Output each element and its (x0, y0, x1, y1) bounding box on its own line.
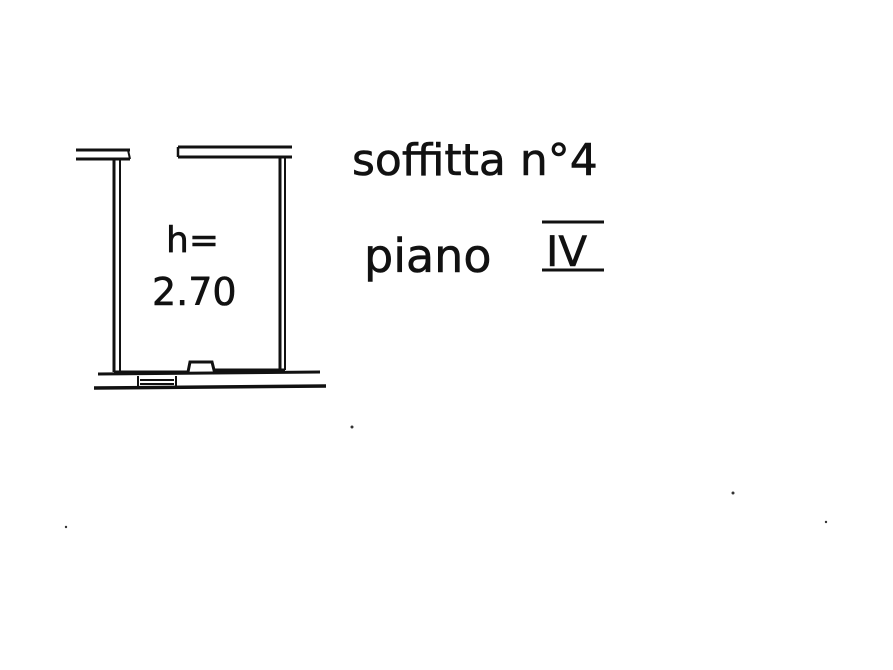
bottom-inner-wall (114, 360, 285, 374)
left-wall (112, 159, 121, 372)
floor-number: IV (546, 227, 587, 276)
top-wall-right (176, 145, 292, 159)
attic-title: soffitta n°4 (352, 135, 598, 186)
room-height-value: 2.70 (152, 270, 237, 314)
scan-specks (64, 425, 828, 529)
room-height-label: h= (166, 220, 219, 261)
floor-number-group: IV (542, 220, 604, 276)
right-wall (278, 157, 286, 370)
floor-label: piano (364, 229, 491, 283)
bottom-outer-wall (93, 370, 327, 390)
top-wall-left (76, 148, 131, 161)
